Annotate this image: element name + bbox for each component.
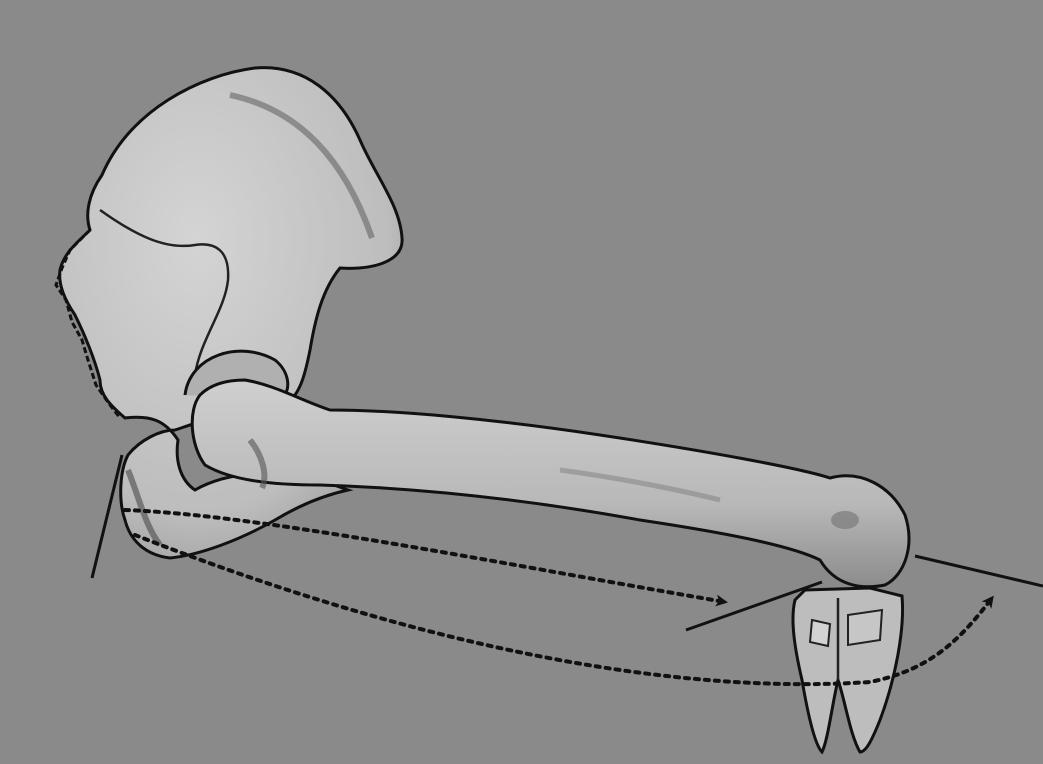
anatomy-diagram bbox=[0, 0, 1043, 764]
diagram-canvas bbox=[0, 0, 1043, 764]
